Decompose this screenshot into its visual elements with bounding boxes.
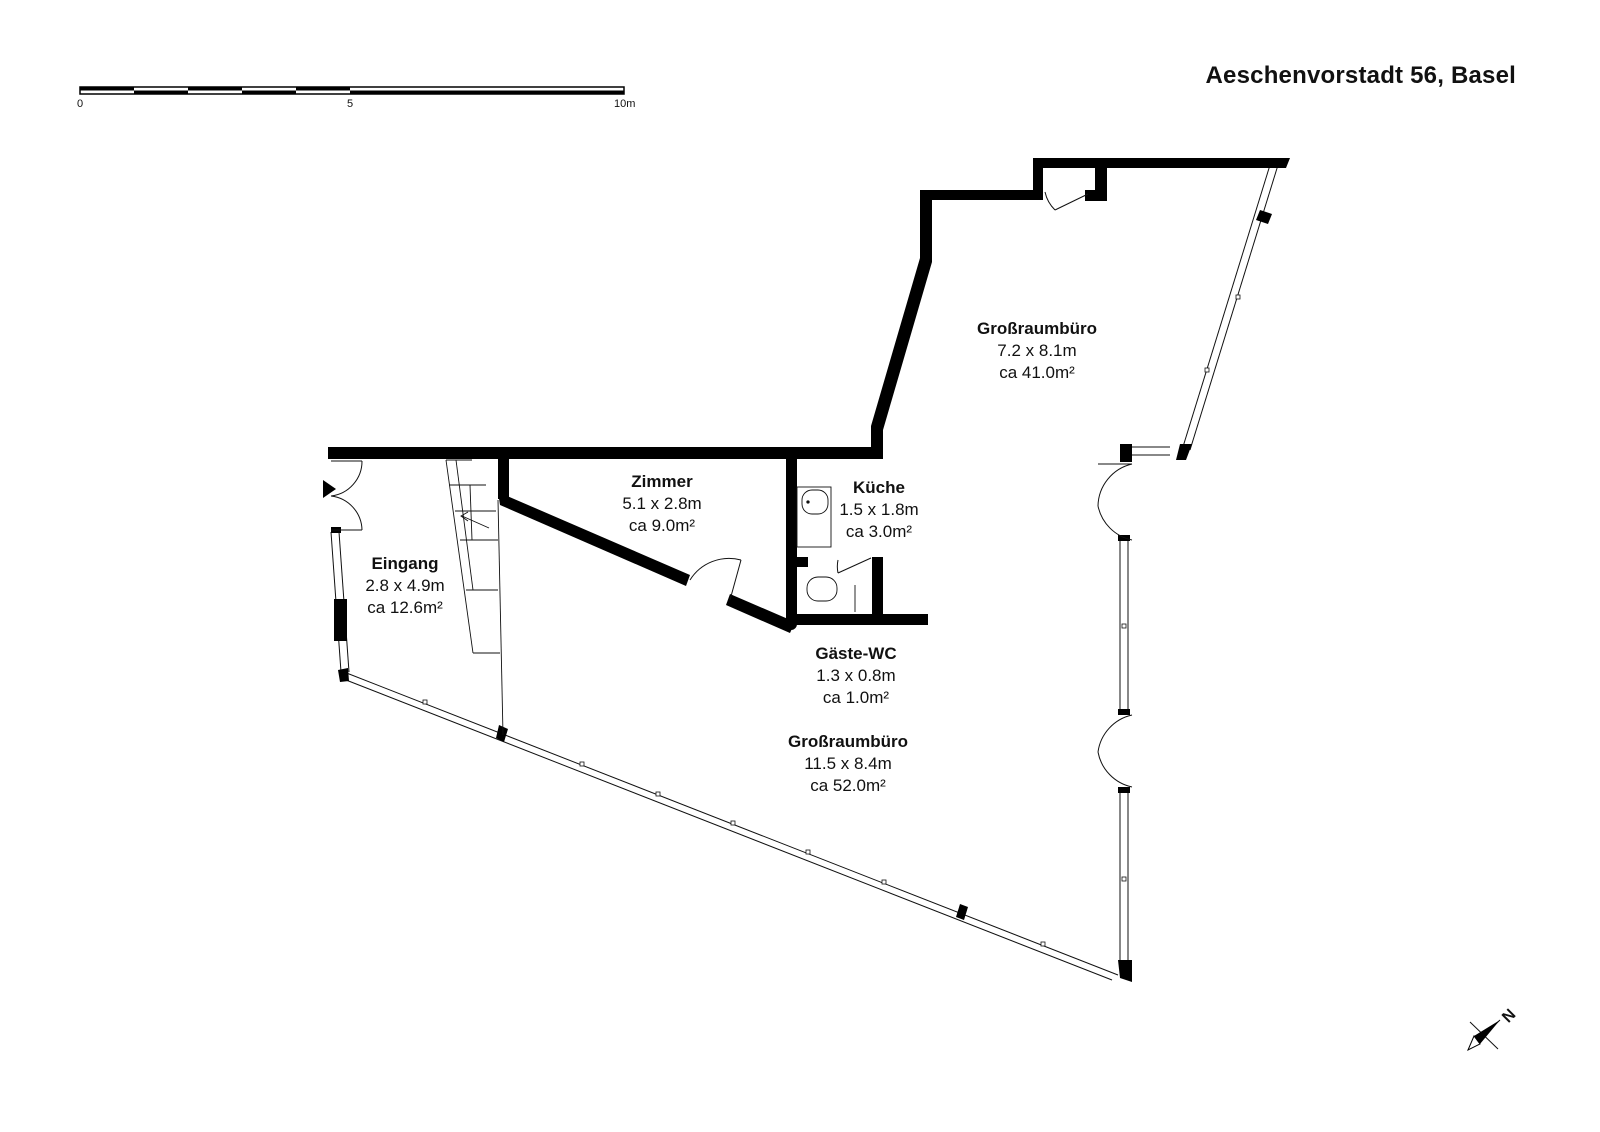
- toilet-icon: [806, 576, 838, 602]
- scale-bar: 0 5 10m: [77, 86, 635, 110]
- room-name: Gäste-WC: [815, 644, 897, 663]
- room-label-grossraumbuero-lower: Großraumbüro 11.5 x 8.4m ca 52.0m²: [788, 731, 908, 797]
- room-area: ca 9.0m²: [628, 516, 696, 535]
- north-arrow-icon: N: [1467, 1006, 1519, 1052]
- room-label-gaeste-wc: Gäste-WC 1.3 x 0.8m ca 1.0m²: [815, 643, 896, 709]
- room-area: ca 52.0m²: [810, 776, 886, 795]
- room-dimensions: 11.5 x 8.4m: [804, 754, 892, 773]
- room-name: Großraumbüro: [788, 732, 908, 751]
- room-label-zimmer: Zimmer 5.1 x 2.8m ca 9.0m²: [622, 471, 701, 537]
- room-label-kueche: Küche 1.5 x 1.8m ca 3.0m²: [839, 477, 918, 543]
- room-dimensions: 2.8 x 4.9m: [365, 576, 445, 595]
- room-area: ca 1.0m²: [822, 688, 890, 707]
- scale-label-5: 5: [347, 98, 353, 110]
- room-area: ca 12.6m²: [367, 598, 443, 617]
- fixtures: [796, 486, 856, 612]
- address-title: Aeschenvorstadt 56, Basel: [1205, 62, 1516, 89]
- room-label-eingang: Eingang 2.8 x 4.9m ca 12.6m²: [365, 553, 444, 619]
- north-label: N: [1499, 1006, 1519, 1026]
- sink-icon: [801, 489, 829, 515]
- entrance-arrow-icon: [323, 480, 336, 498]
- scale-label-10m: 10m: [614, 98, 635, 110]
- kitchen-counter: [796, 486, 832, 548]
- room-name: Eingang: [371, 554, 439, 573]
- window-mullions: [422, 294, 1241, 947]
- room-name: Küche: [853, 478, 905, 497]
- window-lines: [330, 164, 1279, 981]
- walls: [328, 158, 1290, 982]
- room-dimensions: 5.1 x 2.8m: [622, 494, 702, 513]
- staircase: [445, 459, 504, 736]
- room-name: Zimmer: [631, 472, 693, 491]
- room-area: ca 41.0m²: [999, 363, 1075, 382]
- room-dimensions: 1.3 x 0.8m: [816, 666, 896, 685]
- room-dimensions: 7.2 x 8.1m: [997, 341, 1077, 360]
- room-name: Großraumbüro: [977, 319, 1097, 338]
- scale-label-0: 0: [77, 98, 83, 110]
- doors: [330, 191, 1133, 788]
- room-label-grossraumbuero-upper: Großraumbüro 7.2 x 8.1m ca 41.0m²: [977, 318, 1097, 384]
- room-dimensions: 1.5 x 1.8m: [839, 500, 919, 519]
- room-area: ca 3.0m²: [845, 522, 913, 541]
